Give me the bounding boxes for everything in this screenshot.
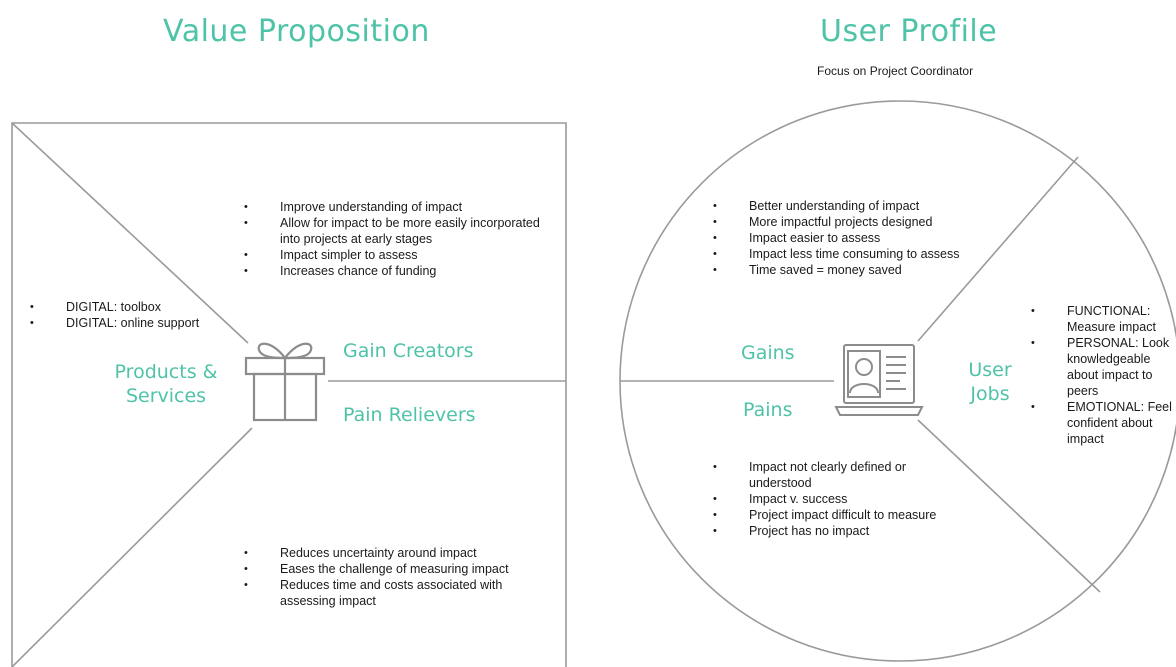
gain-creators-label: Gain Creators <box>343 340 474 362</box>
user-jobs-label-line2: Jobs <box>970 383 1010 405</box>
gift-icon <box>244 342 326 422</box>
products-services-label-line1: Products & <box>114 361 218 383</box>
list-item: EMOTIONAL: Feel confident about impact <box>1031 399 1176 447</box>
list-item: FUNCTIONAL: Measure impact <box>1031 303 1176 335</box>
list-item: Project impact difficult to measure <box>713 507 943 523</box>
list-item: Impact easier to assess <box>713 230 1003 246</box>
list-item: DIGITAL: toolbox <box>30 299 250 315</box>
list-item: Impact v. success <box>713 491 943 507</box>
list-item: PERSONAL: Look knowledgeable about impac… <box>1031 335 1176 399</box>
list-item: Impact not clearly defined or understood <box>713 459 943 491</box>
user-jobs-label-line1: User <box>968 359 1012 381</box>
list-item: Better understanding of impact <box>713 198 1003 214</box>
pain-relievers-list: Reduces uncertainty around impact Eases … <box>244 545 544 609</box>
value-map-frame <box>11 122 567 667</box>
products-services-list: DIGITAL: toolbox DIGITAL: online support <box>30 299 250 331</box>
gain-creators-list: Improve understanding of impact Allow fo… <box>244 199 544 279</box>
pain-relievers-label: Pain Relievers <box>343 404 476 426</box>
user-jobs-label: User Jobs <box>960 358 1020 406</box>
list-item: Time saved = money saved <box>713 262 1003 278</box>
list-item: Reduces time and costs associated with a… <box>244 577 544 609</box>
products-services-label-line2: Services <box>125 385 207 407</box>
pains-list: Impact not clearly defined or understood… <box>713 459 943 539</box>
value-map-diagonal-bottom <box>11 427 253 667</box>
list-item: Eases the challenge of measuring impact <box>244 561 544 577</box>
user-profile-subtitle: Focus on Project Coordinator <box>817 64 974 78</box>
list-item: Project has no impact <box>713 523 943 539</box>
user-profile-title: User Profile <box>820 14 998 49</box>
user-jobs-list: FUNCTIONAL: Measure impact PERSONAL: Loo… <box>1031 303 1176 447</box>
list-item: Reduces uncertainty around impact <box>244 545 544 561</box>
products-services-label: Products & Services <box>106 360 226 408</box>
gains-list: Better understanding of impact More impa… <box>713 198 1003 278</box>
list-item: Improve understanding of impact <box>244 199 544 215</box>
list-item: Increases chance of funding <box>244 263 544 279</box>
pains-label: Pains <box>743 399 793 421</box>
value-proposition-title: Value Proposition <box>163 14 430 49</box>
gains-label: Gains <box>741 342 795 364</box>
list-item: DIGITAL: online support <box>30 315 250 331</box>
list-item: More impactful projects designed <box>713 214 1003 230</box>
list-item: Impact simpler to assess <box>244 247 544 263</box>
laptop-user-icon <box>834 344 924 416</box>
list-item: Allow for impact to be more easily incor… <box>244 215 544 247</box>
profile-diagonal-bottom <box>917 419 1101 593</box>
list-item: Impact less time consuming to assess <box>713 246 1003 262</box>
